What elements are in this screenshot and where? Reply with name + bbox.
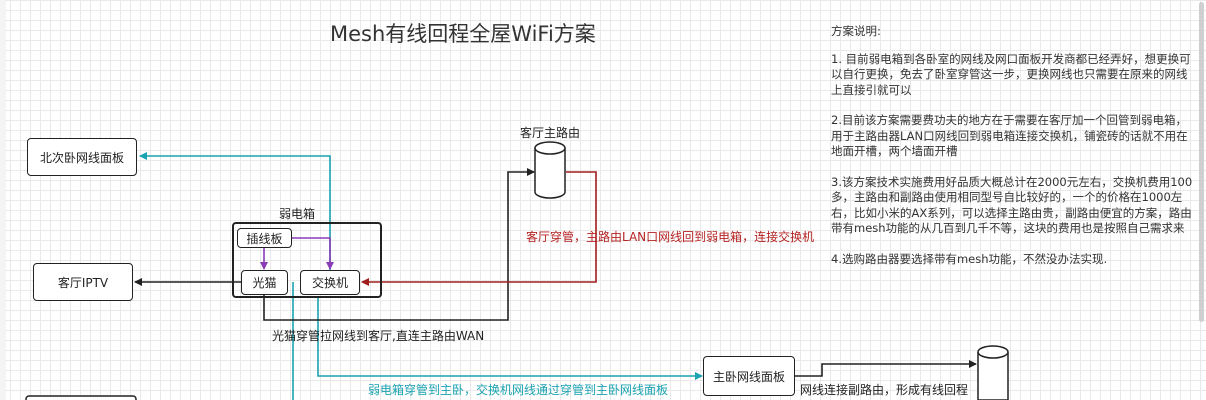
- notes-paragraph-1: 1. 目前弱电箱到各卧室的网线及网口面板开发商都已经弄好，想更换可以自行更换，免…: [831, 51, 1191, 97]
- living-iptv-box: 客厅IPTV: [33, 263, 133, 301]
- main-router-icon: [534, 141, 566, 199]
- master-room-panel: 主卧网线面板: [703, 356, 795, 396]
- main-router-label: 客厅主路由: [520, 126, 581, 140]
- diagram-title: Mesh有线回程全屋WiFi方案: [330, 22, 596, 46]
- weak-box-label: 弱电箱: [279, 207, 316, 221]
- notes-panel: 方案说明: 1. 目前弱电箱到各卧室的网线及网口面板开发商都已经弄好，想更换可以…: [831, 24, 1196, 282]
- teal-line-master-room: [317, 298, 703, 380]
- notes-heading: 方案说明:: [831, 24, 881, 38]
- weak-box-container: [232, 222, 382, 298]
- north-room-panel: 北次卧网线面板: [27, 138, 137, 176]
- black-line-wan: [263, 168, 535, 321]
- red-route-label: 客厅穿管，主路由LAN口网线回到弱电箱，连接交换机: [526, 230, 815, 244]
- black-line-sub-router: [795, 360, 977, 377]
- sub-router-label: 网线连接副路由，形成有线回程: [800, 383, 969, 397]
- purple-line-to-switch: [292, 237, 334, 270]
- teal-line-north-room: [139, 152, 331, 270]
- red-line-lan: [361, 171, 597, 286]
- patch-panel-box: 插线板: [237, 228, 292, 248]
- switch-box: 交换机: [300, 270, 360, 295]
- notes-paragraph-3: 3.该方案技术实施费用好品质大概总计在2000元左右，交换机费用100多，主路由…: [831, 174, 1193, 236]
- left-panel-edge: [0, 0, 6, 400]
- sub-router-icon: [977, 345, 1009, 400]
- modem-wan-label: 光猫穿管拉网线到客厅,直连主路由WAN: [272, 329, 485, 343]
- notes-paragraph-2: 2.目前该方案需要费功夫的地方在于需要在客厅加一个回管到弱电箱，用于主路由器LA…: [831, 113, 1188, 158]
- teal-master-label: 弱电箱穿管到主卧，交换机网线通过穿管到主卧网线面板: [368, 383, 669, 397]
- partial-box-bottom: [25, 395, 137, 400]
- vertical-scrollbar[interactable]: [1199, 2, 1204, 322]
- modem-box: 光猫: [241, 270, 288, 295]
- notes-paragraph-4: 4.选购路由器要选择带有mesh功能，不然没办法实现.: [831, 251, 1108, 266]
